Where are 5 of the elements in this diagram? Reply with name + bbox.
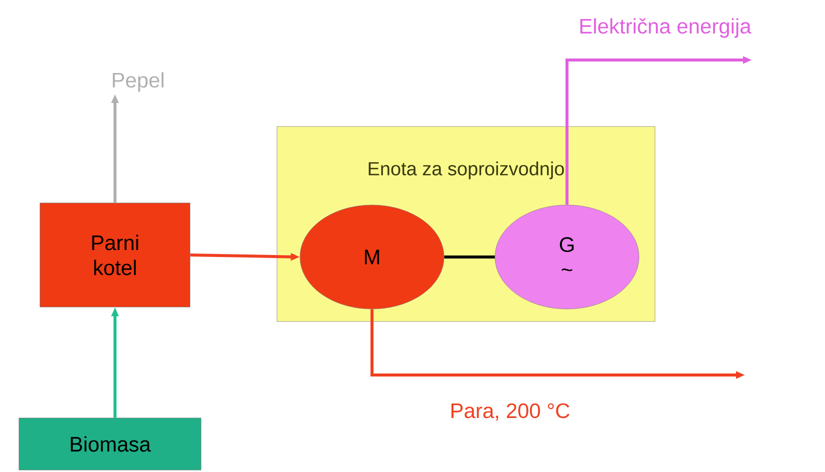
process-box: Biomasa — [18, 418, 202, 470]
output-label: Pepel — [112, 72, 164, 92]
edge-label: Električna energija — [578, 17, 752, 39]
process-box: Parni kotel — [40, 202, 190, 308]
edge-label: Para, 200 °C — [448, 402, 572, 422]
